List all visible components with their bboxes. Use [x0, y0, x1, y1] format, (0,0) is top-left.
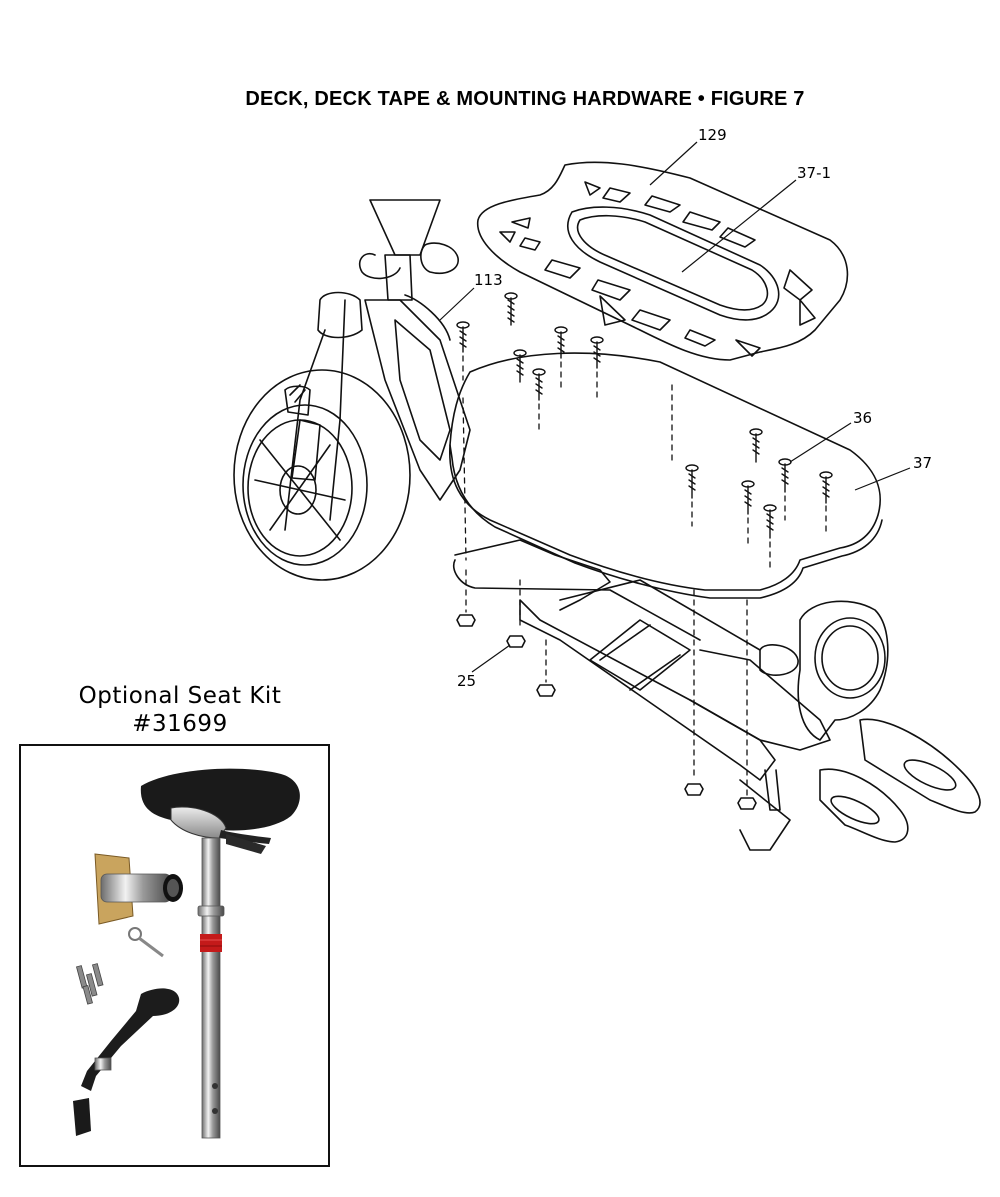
rear-mount — [797, 600, 981, 843]
callout-37-1: 37-1 — [797, 164, 832, 182]
hex-nuts — [456, 614, 757, 810]
callout-25: 25 — [457, 672, 477, 690]
callout-129: 129 — [698, 126, 727, 144]
seat-kit-title: Optional Seat Kit — [78, 683, 282, 709]
front-wheel — [233, 369, 411, 581]
callout-36: 36 — [853, 409, 873, 427]
seat-kit-photo — [19, 744, 330, 1167]
figure-title: DECK, DECK TAPE & MOUNTING HARDWARE • FI… — [245, 88, 805, 110]
seat-kit-heading: Optional Seat Kit #31699 — [40, 682, 320, 738]
callout-37: 37 — [913, 454, 933, 472]
frame — [453, 539, 831, 851]
assembly-guides — [462, 355, 827, 796]
seat-kit-part-number: #31699 — [132, 711, 228, 737]
seat-kit-illustration — [73, 768, 300, 1139]
callout-leaders — [439, 141, 911, 673]
front-fork — [284, 199, 471, 531]
deck-screws — [456, 292, 833, 539]
deck-tape — [477, 161, 849, 361]
callout-113: 113 — [474, 271, 503, 289]
deck-board — [449, 352, 883, 599]
